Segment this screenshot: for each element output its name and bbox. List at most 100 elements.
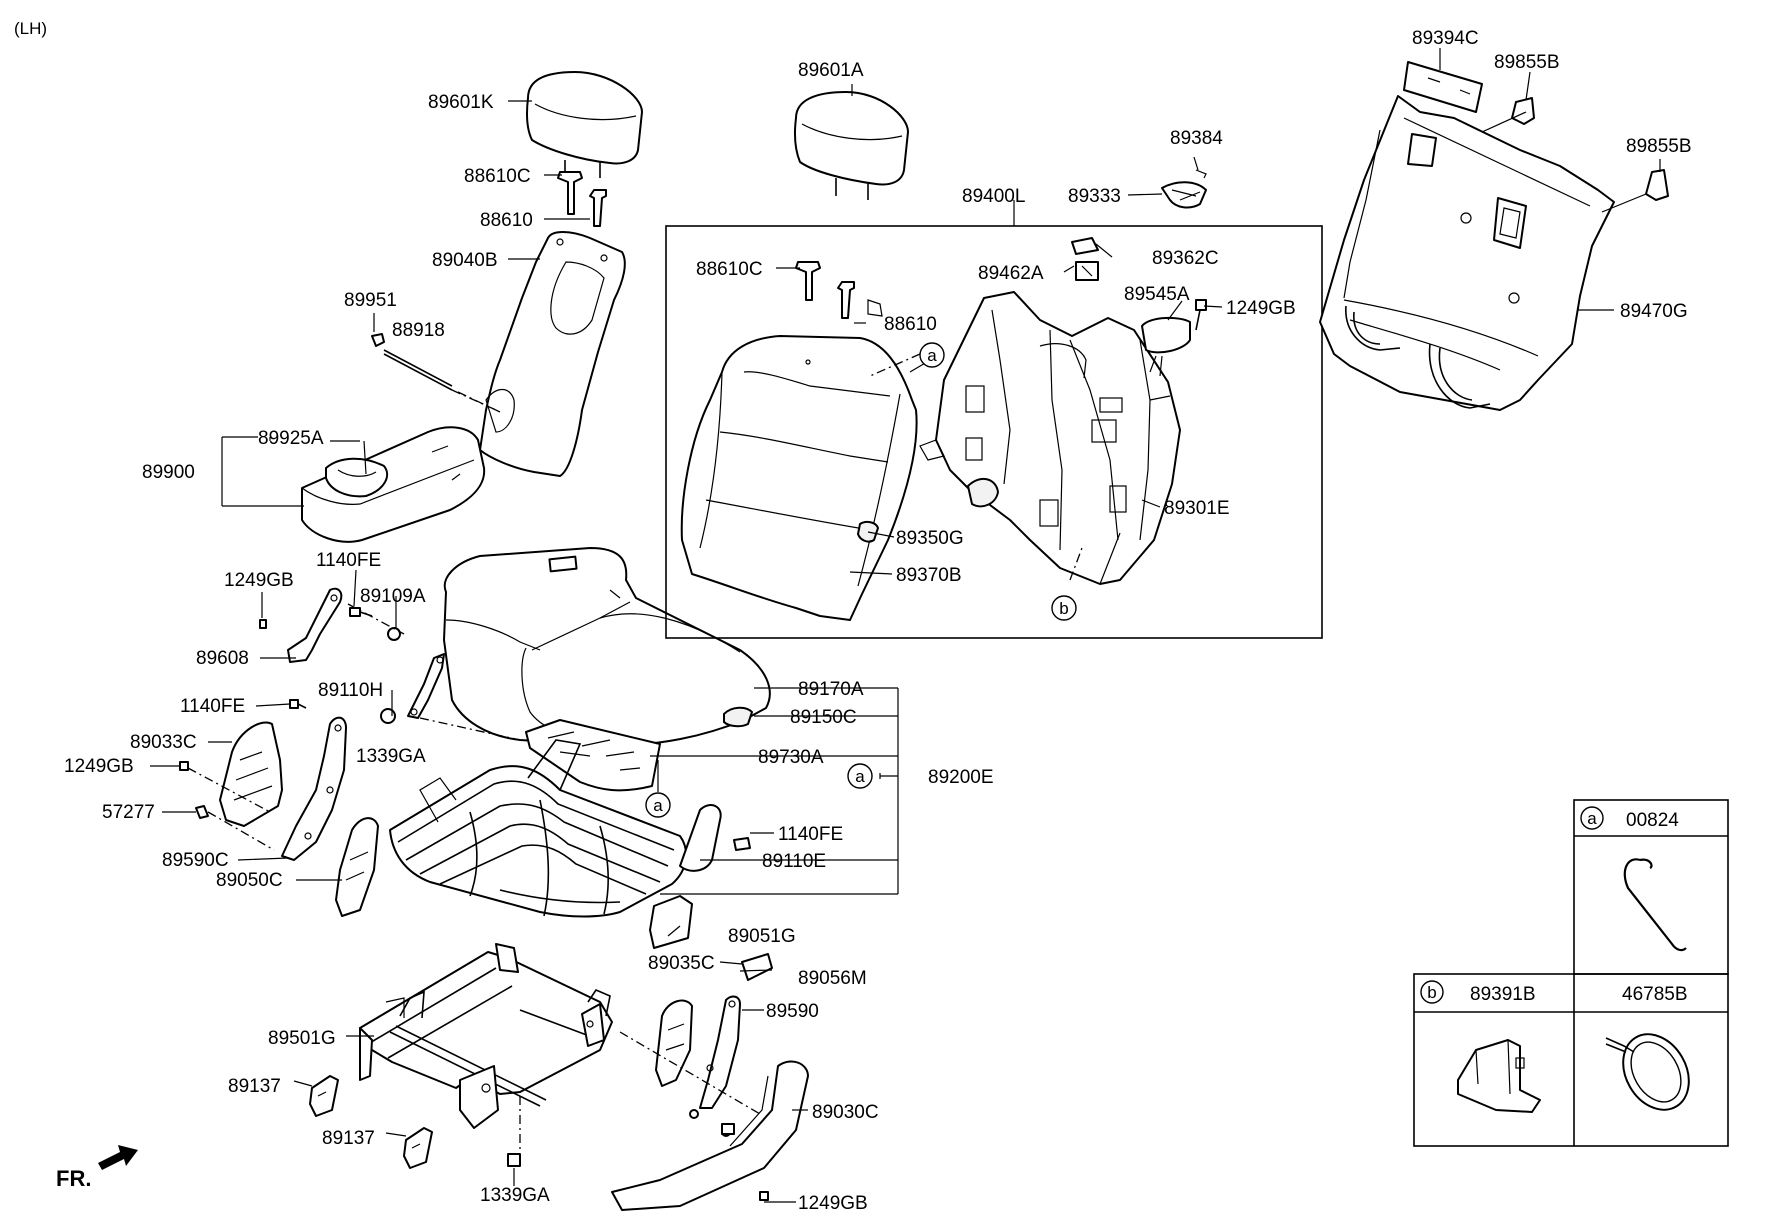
label-1249gb-d: 1249GB — [798, 1193, 868, 1211]
label-88918: 88918 — [392, 320, 445, 341]
label-1339ga-b: 1339GA — [480, 1185, 550, 1206]
label-89035c: 89035C — [648, 953, 715, 974]
label-89545a: 89545A — [1124, 284, 1190, 305]
ref-marker-a-label-low: a — [653, 796, 663, 815]
front-arrow-icon — [98, 1145, 138, 1170]
label-89855b-a: 89855B — [1494, 52, 1560, 73]
legend-part-89391b: 89391B — [1470, 984, 1536, 1005]
label-89200e: 89200E — [928, 767, 994, 788]
label-1249gb-c: 1249GB — [1226, 298, 1296, 319]
leader-lines — [150, 48, 1661, 1203]
ref-marker-a-mid: a — [847, 763, 873, 789]
label-88610-top: 88610 — [480, 210, 533, 231]
legend-table: a 00824 b 89391B 46785B — [1413, 799, 1729, 1147]
seat-pad-89730a — [525, 719, 661, 792]
ref-marker-a-low: a — [645, 792, 671, 818]
cable-tie-46785b-icon — [1605, 1033, 1690, 1111]
label-88610-box: 88610 — [884, 314, 937, 335]
front-direction-label: FR. — [56, 1166, 91, 1191]
cover-89050c — [335, 817, 379, 917]
label-89601k: 89601K — [428, 92, 494, 113]
clip-89391b-icon — [1457, 1039, 1541, 1113]
label-1140fe-a: 1140FE — [316, 550, 381, 571]
side-tag: (LH) — [14, 19, 47, 38]
label-89050c: 89050C — [216, 870, 283, 891]
label-89110h: 89110H — [318, 680, 383, 701]
label-1249gb-a: 1249GB — [224, 570, 294, 591]
bolts-group-left — [179, 607, 401, 819]
label-89170a: 89170A — [798, 679, 864, 700]
ref-marker-a-top: a — [919, 342, 945, 368]
ref-marker-a-label: a — [927, 346, 937, 365]
seatback-cushion — [680, 299, 918, 621]
label-1140fe-c: 1140FE — [778, 824, 843, 845]
clip-00824-icon — [1623, 858, 1687, 952]
label-89608: 89608 — [196, 648, 249, 669]
bolts-group-lower — [507, 837, 769, 1201]
bracket-89608 — [287, 587, 343, 663]
back-panel-89470g — [1319, 95, 1615, 411]
label-1249gb-b: 1249GB — [64, 756, 134, 777]
label-89333: 89333 — [1068, 186, 1121, 207]
ref-marker-b-label: b — [1059, 599, 1068, 618]
label-89350g: 89350G — [896, 528, 964, 549]
label-89501g: 89501G — [268, 1028, 336, 1049]
headrest-89601k — [526, 71, 643, 178]
legend-marker-a: a — [1587, 809, 1597, 828]
headrest-guides-top — [557, 171, 607, 227]
front-direction-indicator: FR. — [56, 1145, 138, 1191]
rod-88918 — [371, 333, 497, 411]
legend-part-46785b: 46785B — [1622, 984, 1688, 1005]
ref-marker-a-label-mid: a — [855, 767, 865, 786]
part-labels: 89601K 88610C 88610 89040B 89951 88918 8… — [64, 28, 1692, 1211]
label-89150c: 89150C — [790, 707, 857, 728]
legend-marker-b: b — [1427, 983, 1436, 1002]
label-89051g: 89051G — [728, 926, 796, 947]
ref-marker-b-box: b — [1051, 595, 1077, 621]
label-89040b: 89040B — [432, 250, 498, 271]
link-89110h — [407, 653, 445, 719]
seatback-frame-89301e — [919, 291, 1181, 585]
label-89900: 89900 — [142, 462, 195, 483]
rear-brackets — [649, 895, 773, 1119]
label-1339ga-a: 1339GA — [356, 746, 426, 767]
label-1140fe-b: 1140FE — [180, 696, 245, 717]
armrest-89900 — [301, 426, 486, 543]
cushion-frame-89110e — [389, 739, 722, 918]
label-89301e: 89301E — [1164, 498, 1230, 519]
shield-89033c — [219, 721, 283, 827]
label-89370b: 89370B — [896, 565, 962, 586]
label-89030c: 89030C — [812, 1102, 879, 1123]
label-89056m: 89056M — [798, 968, 867, 989]
clips-89394c-89855b — [1403, 61, 1669, 201]
label-89951: 89951 — [344, 290, 397, 311]
label-89730a: 89730A — [758, 747, 824, 768]
headrest-89601a — [794, 91, 909, 200]
label-89137-a: 89137 — [228, 1076, 281, 1097]
headrest-guides-box — [795, 261, 855, 319]
seat-track-89501g — [359, 943, 613, 1129]
label-89590: 89590 — [766, 1001, 819, 1022]
label-89110e: 89110E — [762, 851, 826, 872]
label-57277: 57277 — [102, 802, 155, 823]
legend-part-00824: 00824 — [1626, 810, 1679, 831]
latch-89545a — [1141, 299, 1207, 377]
label-89137-b: 89137 — [322, 1128, 375, 1149]
label-89470g: 89470G — [1620, 301, 1688, 322]
label-89394c: 89394C — [1412, 28, 1479, 49]
assembly-box-89400l — [665, 225, 1323, 639]
seatback-frame-89040b — [479, 231, 626, 477]
label-89855b-b: 89855B — [1626, 136, 1692, 157]
hooks-89384-89333 — [1161, 169, 1207, 209]
label-89925a: 89925A — [258, 428, 324, 449]
brackets-89137 — [309, 1075, 433, 1169]
label-89362c: 89362C — [1152, 248, 1219, 269]
label-89109a: 89109A — [360, 586, 426, 607]
label-89601a: 89601A — [798, 60, 864, 81]
label-88610c-top: 88610C — [464, 166, 531, 187]
label-89400l: 89400L — [962, 186, 1025, 207]
label-89462a: 89462A — [978, 263, 1044, 284]
label-89033c: 89033C — [130, 732, 197, 753]
label-89384: 89384 — [1170, 128, 1223, 149]
